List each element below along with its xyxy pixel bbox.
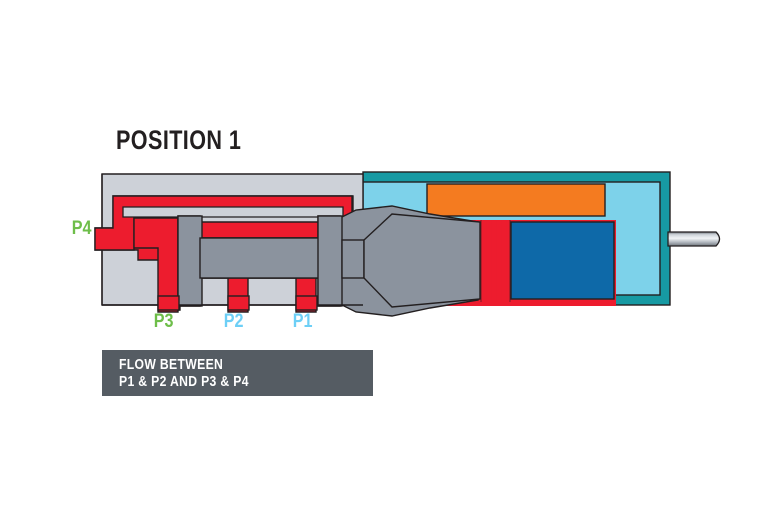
port-label-p2: P2	[223, 311, 244, 332]
spool-detail	[177, 213, 481, 308]
port-stub-p1	[295, 295, 318, 311]
page-title: POSITION 1	[116, 125, 242, 155]
push-rod	[667, 231, 721, 247]
port-label-p4: P4	[71, 218, 92, 239]
push-rod-shaft	[667, 231, 721, 247]
return-spring	[481, 220, 510, 302]
caption-box: FLOW BETWEEN P1 & P2 AND P3 & P4	[102, 350, 373, 396]
caption-line-2: P1 & P2 AND P3 & P4	[119, 374, 249, 390]
port-stubs	[157, 295, 318, 311]
spool-cone	[363, 213, 481, 308]
port-label-p1: P1	[292, 311, 313, 332]
port-stub-p3	[157, 295, 180, 311]
body-inner-bar	[122, 206, 344, 218]
armature	[510, 221, 615, 300]
port-stub-p2	[227, 295, 250, 311]
coil-upper	[426, 183, 606, 217]
caption-line-1: FLOW BETWEEN	[119, 357, 224, 373]
port-label-p3: P3	[153, 311, 174, 332]
return-spring-outline	[480, 220, 511, 302]
